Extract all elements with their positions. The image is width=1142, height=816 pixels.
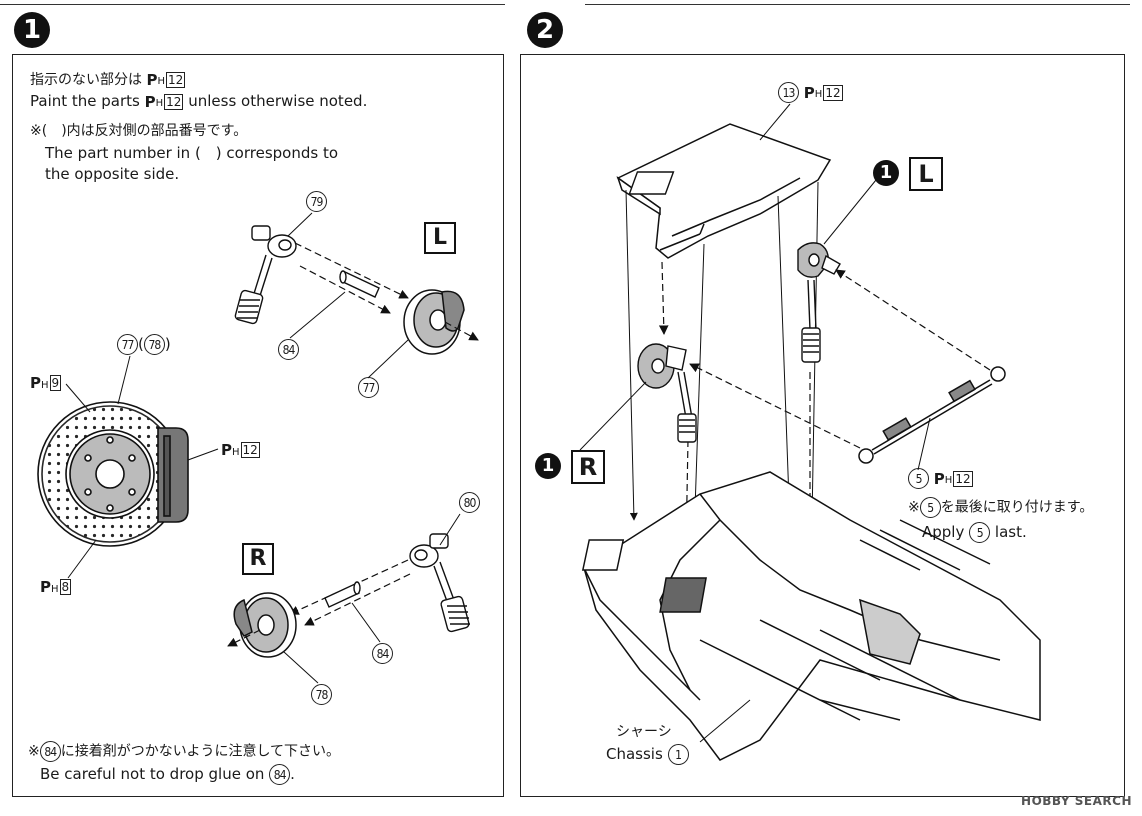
shaft-84-right (324, 581, 361, 608)
top-rule-right (585, 4, 1130, 5)
ref-step1-left-badge: 1 (873, 160, 899, 186)
chassis-label-jp: シャーシ (616, 724, 672, 740)
upright-right-assembled (637, 343, 697, 443)
step-2-badge: 2 (527, 12, 563, 48)
brake-disc-78-right (233, 592, 297, 658)
shaft-84-left (339, 270, 380, 298)
opposite-note-en-2: the opposite side. (45, 165, 180, 183)
part-84-callout-right: 84 (372, 643, 393, 664)
part-77-callout-left: 77 (358, 377, 379, 398)
step-1-badge: 1 (14, 12, 50, 48)
chassis-label-en: Chassis 1 (606, 744, 689, 765)
brake-disc-detail (37, 401, 189, 547)
frame-part-13-drawing (616, 123, 832, 259)
glue-note-en: Be careful not to drop glue on 84. (40, 764, 295, 785)
upright-left-assembled (797, 242, 841, 363)
assembly-line-79 (294, 242, 409, 299)
left-side-tag: L (424, 222, 456, 254)
ref-left-tag: L (909, 157, 943, 191)
part-78-callout-right: 78 (311, 684, 332, 705)
part-79-callout: 79 (306, 191, 327, 212)
top-rule-left (0, 4, 505, 5)
part-80-callout: 80 (459, 492, 480, 513)
right-side-tag: R (242, 543, 274, 575)
ref-right-tag: R (571, 450, 605, 484)
upright-80-drawing (409, 533, 470, 633)
chassis-part-1-drawing (581, 471, 1041, 761)
upright-79-drawing (234, 225, 297, 325)
opposite-note-en-1: The part number in ( ) corresponds to (45, 144, 338, 162)
opposite-note-jp: ※( )内は反対側の部品番号です。 (30, 123, 248, 139)
watermark-logo: HOBBY SEARCH (1021, 794, 1132, 808)
brake-disc-77-left (403, 289, 465, 355)
ref-step1-right-badge: 1 (535, 453, 561, 479)
tie-rod-part-5 (858, 366, 1006, 464)
part-84-callout-left: 84 (278, 339, 299, 360)
part-77-78-callout: 77(78) (117, 334, 171, 355)
